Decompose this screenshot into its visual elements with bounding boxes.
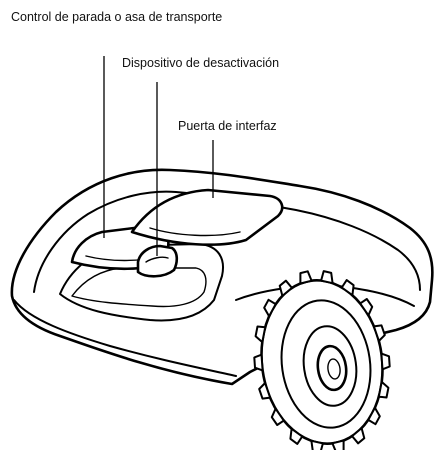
tread-lug (380, 352, 391, 371)
wheel-hub (316, 344, 348, 392)
wheel-hub-ring (302, 325, 358, 407)
wheel-inner-ring (280, 299, 372, 429)
wheel-hub-cap (327, 358, 341, 380)
tread-lug (340, 279, 355, 297)
tread-lug (289, 427, 304, 445)
tread-lug (258, 382, 272, 400)
tread-lug (254, 325, 267, 344)
tread-lug (263, 298, 277, 318)
tread-lug (270, 407, 285, 426)
label-interface-hatch: Puerta de interfaz (178, 119, 277, 133)
tread-lug (320, 270, 334, 285)
tread-lug (331, 439, 345, 450)
tread-lug (372, 324, 386, 342)
tread-lug (377, 380, 390, 399)
disable-device-shape (136, 244, 179, 278)
label-stop-handle: Control de parada o asa de transporte (11, 10, 222, 24)
tread-lug (367, 406, 381, 426)
tread-lug (253, 353, 264, 372)
interface-hatch-rim (149, 227, 241, 237)
tread-lug (299, 270, 313, 285)
tread-lug (310, 439, 324, 450)
interface-hatch-shape (130, 188, 284, 246)
tread-lug (278, 279, 293, 297)
mower-illustration (10, 168, 434, 450)
callout-leaders (103, 56, 214, 256)
tread-lug (351, 427, 366, 445)
tread-lug (359, 298, 374, 317)
disable-device-slot (145, 256, 169, 263)
body-skirt-line (13, 299, 237, 377)
label-disable-device: Dispositivo de desactivación (122, 56, 279, 70)
front-recess (71, 267, 207, 308)
rear-wheel (253, 270, 391, 450)
wheel-treads (253, 270, 391, 450)
